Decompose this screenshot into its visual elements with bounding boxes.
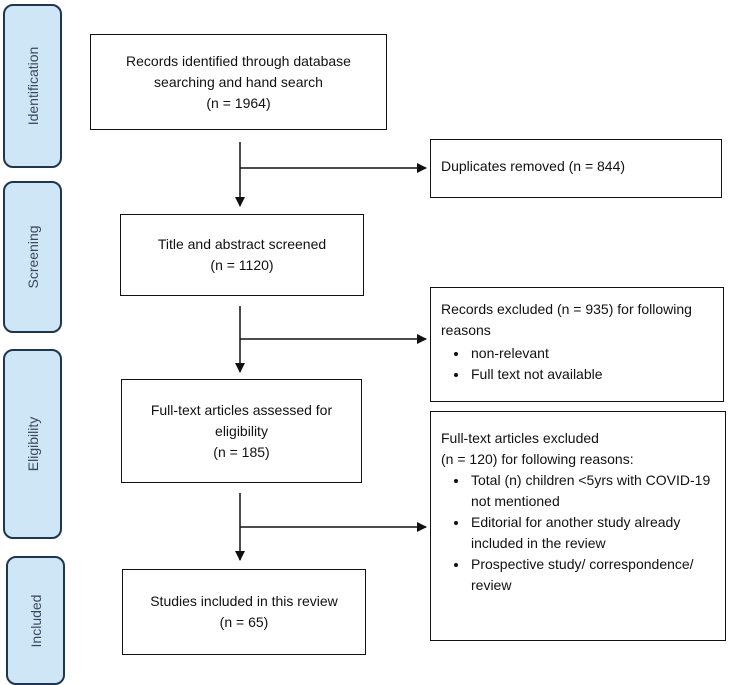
screened-line1: Title and abstract screened [157, 236, 327, 252]
box-fulltext-excluded: Full-text articles excluded (n = 120) fo… [430, 411, 726, 641]
fulltext-line1: Full-text articles assessed for [150, 401, 333, 418]
fulltext-excluded-line1: Full-text articles excluded [441, 430, 599, 446]
reason-item: Prospective study/ correspondence/ revie… [469, 554, 715, 596]
stage-eligibility: Eligibility [3, 349, 62, 539]
fulltext-count: (n = 185) [213, 443, 270, 460]
duplicates-text: Duplicates removed (n = 844) [441, 158, 626, 174]
box-studies-included: Studies included in this review (n = 65) [122, 569, 366, 655]
fulltext-line2: eligibility [215, 422, 268, 439]
box-duplicates-removed: Duplicates removed (n = 844) [430, 139, 722, 198]
identified-line2: searching and hand search [154, 73, 323, 90]
box-fulltext-assessed: Full-text articles assessed for eligibil… [121, 379, 362, 483]
screened-count: (n = 1120) [210, 257, 274, 273]
stage-included: Included [6, 556, 65, 685]
stage-screening: Screening [3, 181, 62, 333]
fulltext-excluded-reasons: Total (n) children <5yrs with COVID-19 n… [441, 470, 715, 596]
box-title-abstract-screened: Title and abstract screened (n = 1120) [120, 214, 364, 296]
reason-item: Full text not available [469, 364, 713, 385]
identified-count: (n = 1964) [206, 94, 271, 111]
reason-item: Total (n) children <5yrs with COVID-19 n… [469, 470, 715, 512]
reason-item: non-relevant [469, 343, 713, 364]
reason-item: Editorial for another study already incl… [469, 512, 715, 554]
box-records-excluded: Records excluded (n = 935) for following… [430, 287, 724, 402]
included-line1: Studies included in this review [150, 593, 338, 609]
stage-identification: Identification [3, 4, 62, 168]
records-excluded-line1: Records excluded (n = 935) for following [441, 301, 692, 317]
box-records-identified: Records identified through database sear… [90, 34, 387, 130]
included-count: (n = 65) [219, 614, 269, 630]
fulltext-excluded-line2: (n = 120) for following reasons: [441, 451, 634, 467]
records-excluded-reasons: non-relevant Full text not available [441, 343, 713, 385]
records-excluded-line2: reasons [441, 322, 491, 338]
identified-line1: Records identified through database [126, 52, 351, 69]
